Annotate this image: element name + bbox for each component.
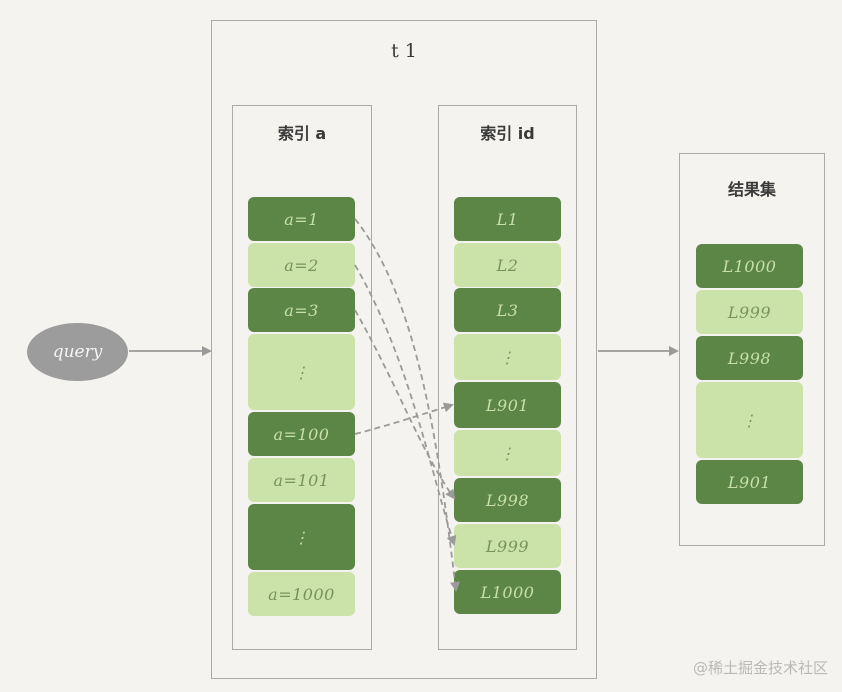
index-a-cell: ⋮ [248,504,355,570]
index-a-cell: a=2 [248,243,355,287]
table-t1-title: t 1 [391,40,417,62]
index-id-cell: L1000 [454,570,561,614]
index-a-cell: a=100 [248,412,355,456]
index-a-cell: a=1000 [248,572,355,616]
result-set-cell: ⋮ [696,382,803,458]
result-set-title: 结果集 [727,180,776,199]
index-id-cell: ⋮ [454,334,561,380]
lookup-a2-arrow [354,264,457,546]
index-id-cell: L901 [454,382,561,428]
index-id-frame [438,105,577,650]
index-id-title: 索引 id [480,124,535,143]
index-id-cell: L999 [454,524,561,568]
index-a-cell: ⋮ [248,334,355,410]
index-a-cell: a=3 [248,288,355,332]
index-id-cell: L998 [454,478,561,522]
index-id-cell: L2 [454,243,561,287]
watermark: @稀土掘金技术社区 [692,659,828,677]
lookup-a1-arrow [354,218,460,592]
result-set-frame [679,153,825,546]
index-id-cell: L1 [454,197,561,241]
index-id-cell: ⋮ [454,430,561,476]
result-set-cell: L998 [696,336,803,380]
lookup-a100-arrow [354,402,454,435]
result-set-cell: L1000 [696,244,803,288]
index-a-title: 索引 a [277,124,327,143]
lookup-a3-arrow [354,309,456,500]
index-a-cell: a=1 [248,197,355,241]
result-set-cell: L901 [696,460,803,504]
index-id-cell: L3 [454,288,561,332]
index-a-frame [232,105,372,650]
index-a-cell: a=101 [248,458,355,502]
result-set-cell: L999 [696,290,803,334]
query-node: query [27,323,128,381]
